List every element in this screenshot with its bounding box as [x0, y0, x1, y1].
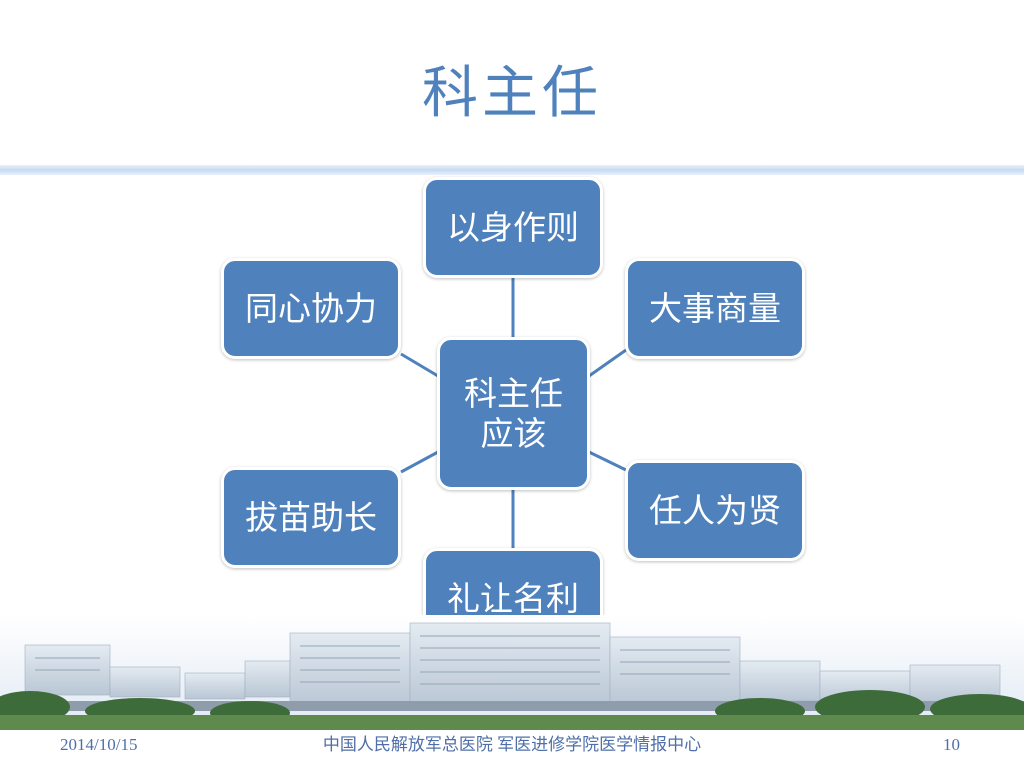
node-top-right: 大事商量 — [625, 258, 805, 359]
hospital-panorama-image — [0, 615, 1024, 730]
node-center-line-1: 科主任 — [464, 373, 563, 413]
footer-date: 2014/10/15 — [60, 735, 138, 754]
connector-bottom-right — [588, 450, 627, 472]
node-bottom-left-label: 拔苗助长 — [245, 497, 377, 537]
connector-top-left — [400, 352, 439, 378]
node-center-label: 科主任 应该 — [464, 374, 563, 454]
slide-title: 科主任 — [422, 61, 602, 126]
node-top-left-label: 同心协力 — [245, 288, 377, 328]
title-divider — [0, 165, 1024, 175]
node-top-left: 同心协力 — [221, 258, 401, 359]
node-center-line-2: 应该 — [480, 413, 547, 453]
connector-bottom-left — [400, 450, 439, 474]
node-bottom-left: 拔苗助长 — [221, 467, 401, 568]
connector-top-right — [588, 348, 627, 378]
footer-organization: 中国人民解放军总医院 军医进修学院医学情报中心 — [322, 735, 702, 754]
node-top: 以身作则 — [423, 177, 603, 278]
node-center: 科主任 应该 — [437, 337, 590, 490]
node-top-right-label: 大事商量 — [649, 288, 781, 328]
node-bottom-right: 任人为贤 — [625, 460, 805, 561]
node-top-label: 以身作则 — [447, 207, 579, 247]
node-bottom-right-label: 任人为贤 — [649, 490, 781, 530]
footer-page-number: 10 — [943, 735, 960, 754]
node-bottom-label: 礼让名利 — [447, 578, 579, 618]
